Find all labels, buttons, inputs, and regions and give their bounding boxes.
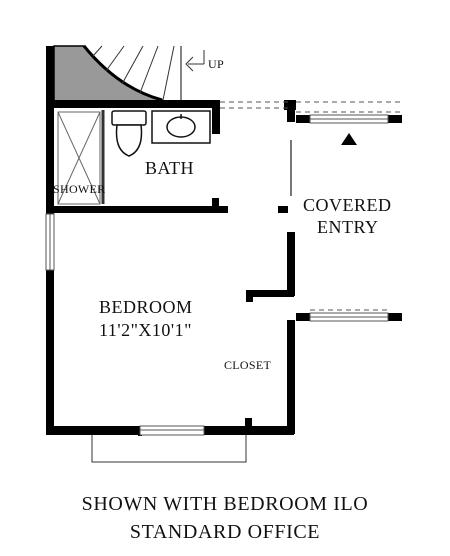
wall-entry-stub	[278, 206, 288, 213]
entry-arrow-icon	[341, 133, 357, 145]
stair-tread	[162, 45, 175, 101]
shower	[57, 110, 105, 205]
floor-plan-drawing	[45, 45, 402, 463]
stair-tread	[121, 45, 144, 85]
wall-entry-bottom-left	[296, 313, 310, 321]
bedroom-dimensions: 11'2"X10'1"	[99, 320, 193, 340]
wall-west-upper	[46, 46, 54, 214]
stair-arrow-head	[185, 56, 194, 72]
wall-closet-bottom-stub	[245, 418, 252, 428]
floor-plan: UP BATH SHOWER COVERED ENTRY BEDROOM 11'…	[45, 45, 402, 463]
stair	[53, 45, 205, 105]
wall-closet-stub	[246, 290, 253, 302]
shower-label: SHOWER	[53, 182, 106, 196]
stair-tread	[92, 45, 103, 57]
stair-direction-label: UP	[208, 57, 224, 71]
wall-entry-bottom-right	[388, 313, 402, 321]
wall-east-mid	[287, 232, 295, 296]
closet-label: CLOSET	[224, 358, 272, 372]
wall-east-lower	[287, 320, 295, 434]
stair-tread	[139, 45, 159, 94]
bath-label: BATH	[145, 158, 195, 178]
wall-entry-top-right	[388, 115, 402, 123]
bay-window-south	[91, 435, 247, 463]
covered-entry-label-line1: COVERED	[303, 195, 392, 215]
windows	[45, 101, 402, 463]
wall-east-upper	[287, 104, 295, 122]
wall-entry-upper-post	[284, 100, 296, 110]
caption-line1: SHOWN WITH BEDROOM ILO	[81, 493, 369, 515]
caption-line2: STANDARD OFFICE	[129, 521, 321, 543]
walls	[46, 46, 402, 436]
bedroom-label: BEDROOM	[99, 297, 193, 317]
wall-west-lower	[46, 270, 54, 434]
wall-closet-top	[246, 290, 294, 297]
stair-curved-stringer	[82, 45, 163, 102]
wall-bath-south	[54, 206, 228, 213]
wall-bath-north	[54, 100, 220, 108]
wall-entry-top-left	[296, 115, 310, 123]
wall-bath-south-stub	[212, 198, 219, 207]
toilet	[111, 110, 147, 157]
wall-bath-north-stub	[212, 100, 220, 134]
sink	[151, 110, 211, 144]
stair-tread	[105, 45, 125, 72]
covered-entry-label-line2: ENTRY	[317, 217, 379, 237]
